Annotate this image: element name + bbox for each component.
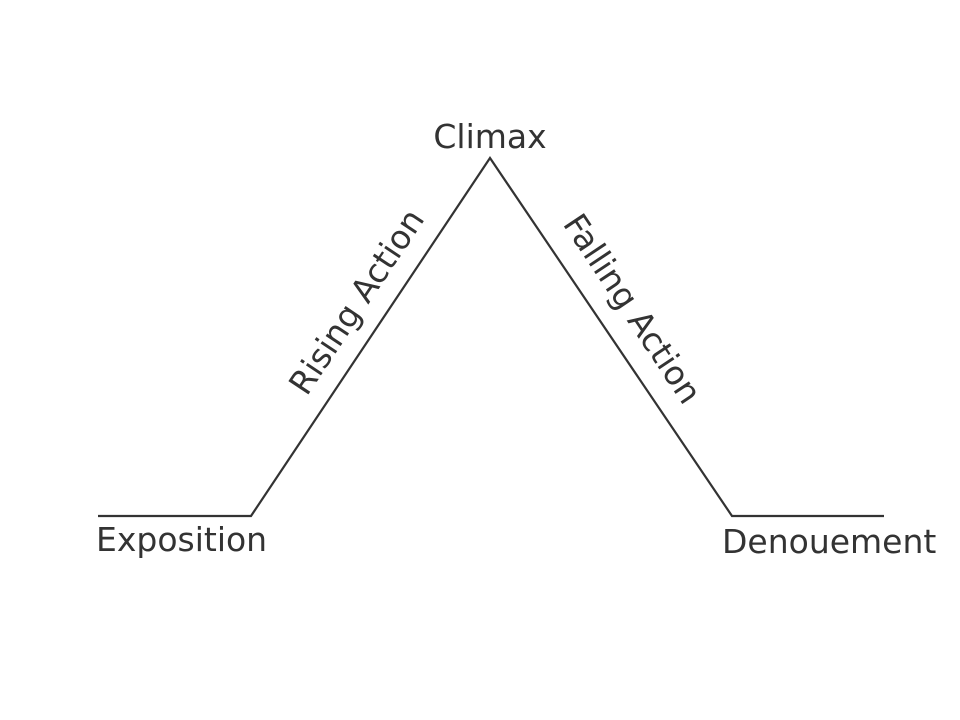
- climax-label: Climax: [433, 117, 546, 156]
- plot-line: [98, 156, 884, 518]
- exposition-label: Exposition: [96, 520, 267, 559]
- rising-action-label: Rising Action: [281, 202, 432, 402]
- falling-action-label: Falling Action: [555, 207, 709, 411]
- denouement-label: Denouement: [722, 522, 936, 561]
